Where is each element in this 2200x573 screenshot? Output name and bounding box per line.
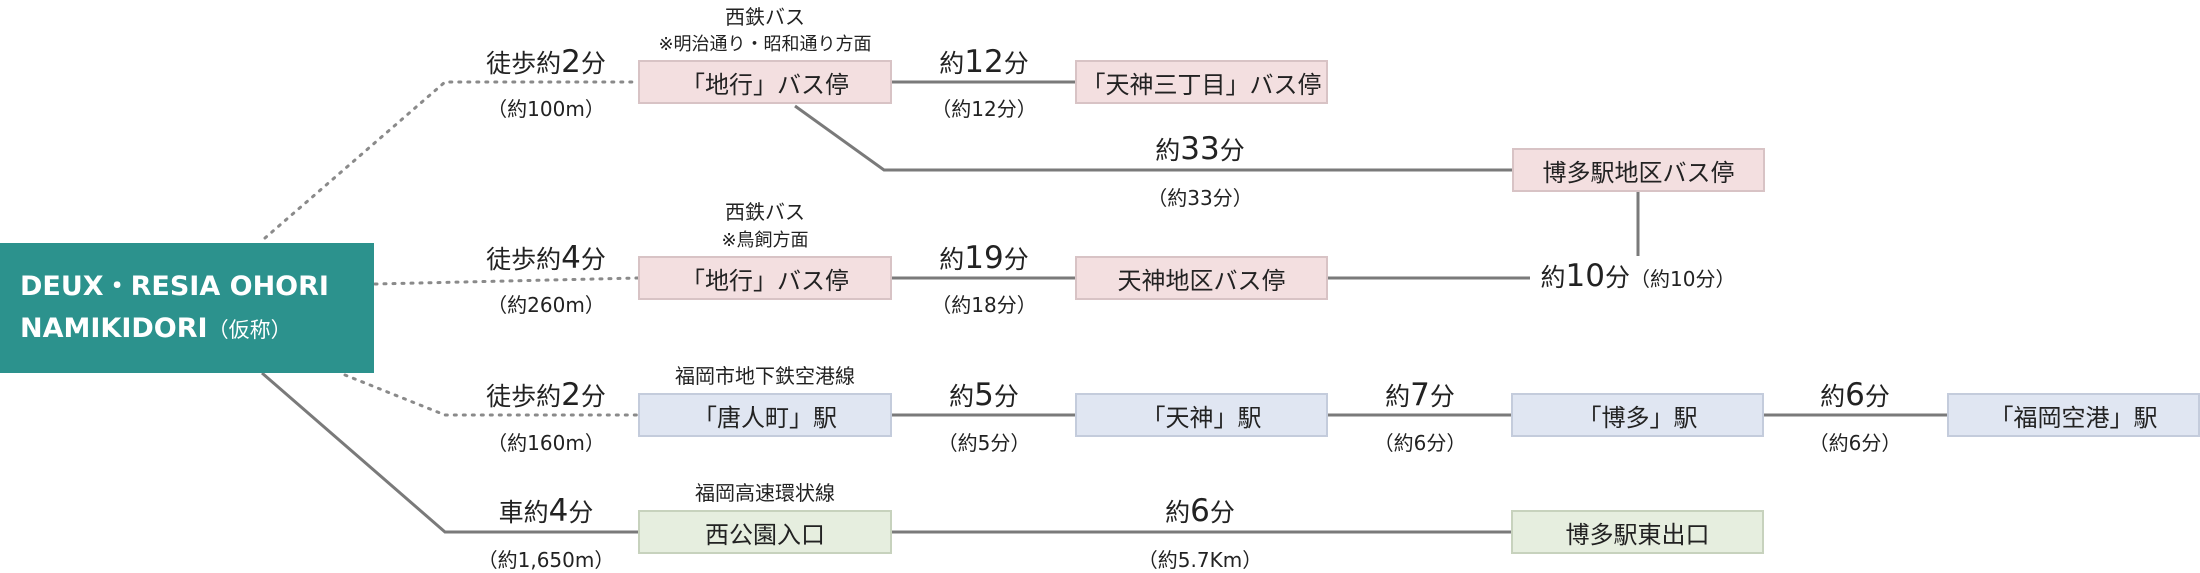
route2-access-distance: （約260m） — [487, 293, 605, 317]
route1-leg1-paren: （約12分） — [931, 97, 1037, 121]
route4-access-distance: （約1,650m） — [477, 548, 615, 572]
route3-leg1-time: 約5分 — [949, 377, 1019, 413]
route1-access-time: 徒歩約2分 — [486, 44, 606, 80]
route2-leg1-paren: （約18分） — [931, 293, 1037, 317]
route1-operator: 西鉄バス — [725, 5, 805, 29]
route2-leg1-time: 約19分 — [939, 240, 1029, 276]
route2-start-stop: 「地行」バス停 — [638, 256, 892, 300]
route4-operator: 福岡高速環状線 — [695, 481, 835, 505]
route1-leg2-time: 約33分 — [1155, 131, 1245, 167]
walk-path-route3 — [343, 373, 640, 417]
origin-building: DEUX・RESIA OHORI NAMIKIDORI（仮称） — [0, 243, 374, 373]
drive-path-route4 — [261, 371, 638, 534]
route3-station-tenjin: 「天神」駅 — [1075, 393, 1328, 437]
route3-access-time: 徒歩約2分 — [486, 377, 606, 413]
route1-leg2-paren: （約33分） — [1147, 186, 1253, 210]
route1-leg1-time: 約12分 — [939, 44, 1029, 80]
route3-leg2-paren: （約6分） — [1373, 431, 1467, 455]
bus-line-1b — [794, 104, 1512, 172]
route3-station-hakata: 「博多」駅 — [1511, 393, 1764, 437]
route1-access-distance: （約100m） — [487, 97, 605, 121]
route2-access-time: 徒歩約4分 — [486, 240, 606, 276]
route2-direction: ※鳥飼方面 — [721, 230, 809, 251]
origin-name-line1: DEUX・RESIA OHORI — [20, 270, 329, 302]
route2-operator: 西鉄バス — [725, 200, 805, 224]
route3-leg2-time: 約7分 — [1385, 377, 1455, 413]
route1-start-stop: 「地行」バス停 — [638, 60, 892, 104]
route3-start-station: 「唐人町」駅 — [638, 393, 892, 437]
route4-leg1-paren: （約5.7Km） — [1137, 548, 1263, 572]
route4-exit-hakata-east: 博多駅東出口 — [1511, 510, 1764, 554]
route1-stop-tenjin3chome: 「天神三丁目」バス停 — [1075, 60, 1328, 104]
origin-name-line2: NAMIKIDORI（仮称） — [20, 312, 292, 344]
route4-access-time: 車約4分 — [498, 493, 594, 529]
route3-station-fukuoka-airport: 「福岡空港」駅 — [1947, 393, 2200, 437]
route3-leg3-paren: （約6分） — [1808, 431, 1902, 455]
route1-direction: ※明治通り・昭和通り方面 — [658, 34, 872, 55]
route4-start-entrance: 西公園入口 — [638, 510, 892, 554]
route1-stop-hakata-bus: 博多駅地区バス停 — [1512, 148, 1765, 192]
route3-leg1-paren: （約5分） — [937, 431, 1031, 455]
walk-path-route2 — [373, 276, 640, 286]
route3-leg3-time: 約6分 — [1820, 377, 1890, 413]
route3-access-distance: （約160m） — [487, 431, 605, 455]
route2-leg2-time: 約10分（約10分） — [1540, 258, 1736, 294]
route2-stop-tenjin-area: 天神地区バス停 — [1075, 256, 1328, 300]
route4-leg1-time: 約6分 — [1165, 493, 1235, 529]
route3-operator: 福岡市地下鉄空港線 — [675, 364, 855, 388]
